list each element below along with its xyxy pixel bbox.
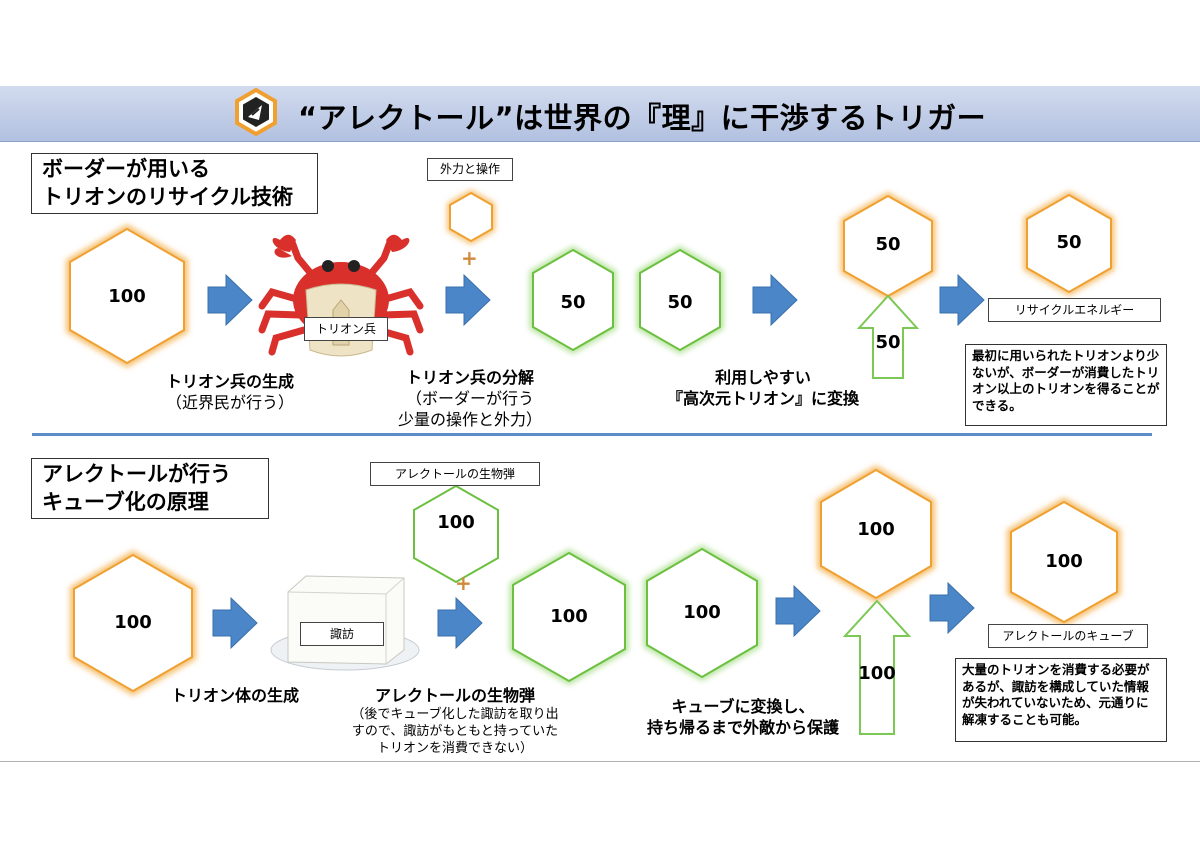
- bottom-caption-bio-line3: すので、諏訪がもともと持っていた: [351, 723, 559, 739]
- hex-bottom-mid-b-value: 100: [683, 602, 721, 623]
- external-force-label: 外力と操作: [427, 158, 513, 181]
- up-arrow-bottom-value: 100: [858, 663, 896, 684]
- plus-sign: +: [461, 246, 478, 270]
- arrow-right-icon: [929, 581, 975, 635]
- bottom-section-title-line1: アレクトールが行う: [42, 462, 231, 486]
- hex-bottom-mid-a-value: 100: [550, 606, 588, 627]
- hex-bottom-top-value: 100: [857, 519, 895, 540]
- top-caption-decompose-line3: 少量の操作と外力）: [397, 409, 542, 429]
- page-title: “アレクトール”は世界の『理』に干渉するトリガー: [298, 101, 987, 135]
- top-caption-convert: 利用しやすい 『高次元トリオン』に変換: [663, 368, 863, 410]
- arrow-right-icon: [775, 584, 821, 638]
- top-caption-decompose-line2: （ボーダーが行う: [405, 388, 534, 408]
- bottom-caption-convert: キューブに変換し、 持ち帰るまで外敵から保護: [633, 697, 853, 739]
- plus-sign-bottom: +: [455, 571, 472, 595]
- arrow-right-icon: [445, 273, 491, 327]
- hex-top-recycle-b-value: 50: [1056, 232, 1082, 253]
- hex-top-recycle-a-value: 50: [875, 234, 901, 255]
- bottom-note: 大量のトリオンを消費する必要があるが、諏訪を構成していた情報が失われていないため…: [955, 658, 1167, 742]
- up-arrow-icon: [856, 294, 920, 379]
- hexagon-bottom-mid-a: [509, 548, 629, 686]
- up-arrow-top-value: 50: [875, 332, 901, 353]
- bottom-caption-convert-line1: キューブに変換し、: [671, 697, 815, 716]
- arrow-right-icon: [939, 273, 985, 327]
- bottom-section-title-line2: キューブ化の原理: [42, 489, 209, 514]
- hexagon-top-split-a: [529, 245, 617, 355]
- hex-top-start-value: 100: [108, 286, 146, 307]
- title-bar: [0, 86, 1200, 142]
- cube-label: アレクトールのキューブ: [988, 624, 1148, 648]
- hexagon-bottom-top: [817, 465, 935, 603]
- hexagon-cube: [1007, 497, 1121, 627]
- hex-cube-value: 100: [1045, 551, 1083, 572]
- bottom-caption-bio-line1: アレクトールの生物弾: [374, 686, 535, 705]
- top-note: 最初に用いられたトリオンより少ないが、ボーダーが消費したトリオン以上のトリオンを…: [965, 344, 1167, 426]
- bottom-caption-bio-line4: トリオンを消費できない）: [376, 740, 533, 756]
- hexagon-bottom-mid-b: [643, 544, 761, 682]
- top-caption-convert-line2: 『高次元トリオン』に変換: [666, 388, 859, 408]
- top-caption-decompose-line1: トリオン兵の分解: [405, 368, 534, 387]
- hexagon-bio-bullet: [413, 484, 499, 584]
- section-divider: [32, 433, 1152, 436]
- top-caption-decompose: トリオン兵の分解 （ボーダーが行う 少量の操作と外力）: [385, 368, 555, 430]
- top-caption-generate-line1: トリオン兵の生成: [165, 372, 294, 391]
- arrow-right-icon: [437, 596, 483, 650]
- arrow-right-icon: [212, 596, 258, 650]
- bottom-section-title: アレクトールが行う キューブ化の原理: [31, 458, 269, 520]
- bio-bullet-label: アレクトールの生物弾: [370, 462, 540, 486]
- up-arrow-icon: [842, 599, 912, 735]
- hexagon-external-force: [447, 189, 495, 245]
- top-caption-convert-line1: 利用しやすい: [715, 368, 811, 387]
- hex-bio-value: 100: [437, 512, 475, 533]
- recycle-energy-label: リサイクルエネルギー: [988, 298, 1161, 322]
- arrow-right-icon: [207, 273, 253, 327]
- bottom-caption-bio: アレクトールの生物弾 （後でキューブ化した諏訪を取り出 すので、諏訪がもともと持…: [340, 686, 570, 757]
- bottom-caption-bio-line2: （後でキューブ化した諏訪を取り出: [351, 706, 559, 722]
- bottom-caption-convert-line2: 持ち帰るまで外敵から保護: [646, 717, 839, 737]
- hexagon-top-start: [66, 224, 188, 368]
- hex-top-split-b-value: 50: [667, 292, 693, 313]
- hexagon-top-split-b: [636, 245, 724, 355]
- hexagon-emblem-icon: [235, 88, 277, 136]
- top-caption-generate: トリオン兵の生成 （近界民が行う）: [150, 372, 310, 414]
- top-section-title: ボーダーが用いる トリオンのリサイクル技術: [31, 153, 318, 215]
- hexagon-top-recycle-b: [1023, 190, 1115, 297]
- top-section-title-line1: ボーダーが用いる: [42, 157, 210, 181]
- bottom-caption-generate: トリオン体の生成: [170, 686, 299, 705]
- hexagon-bottom-start: [70, 550, 196, 696]
- top-caption-generate-line2: （近界民が行う）: [165, 392, 294, 412]
- suwa-label: 諏訪: [300, 622, 384, 646]
- hex-bottom-start-value: 100: [114, 612, 152, 633]
- hex-top-split-a-value: 50: [560, 292, 586, 313]
- trion-soldier-label: トリオン兵: [304, 317, 388, 341]
- arrow-right-icon: [752, 273, 798, 327]
- top-section-title-line2: トリオンのリサイクル技術: [42, 184, 293, 209]
